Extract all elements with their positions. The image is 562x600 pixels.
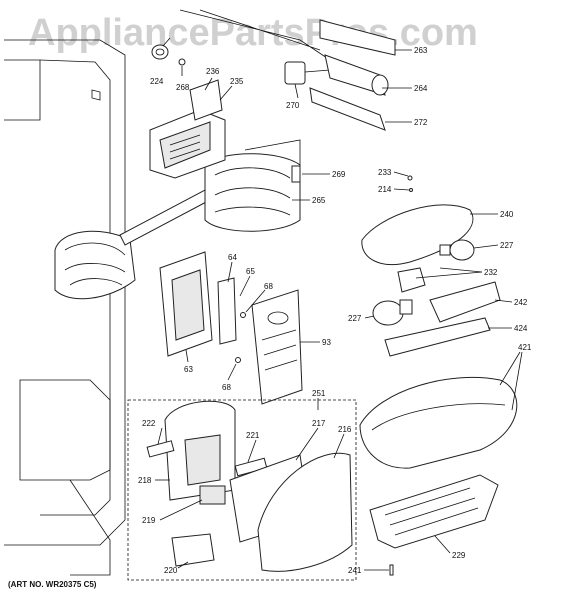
- callout-272: 272: [414, 118, 428, 127]
- socket-232: [397, 267, 426, 293]
- callout-268: 268: [176, 83, 190, 92]
- callout-93: 93: [322, 338, 331, 347]
- callout-220: 220: [164, 566, 178, 575]
- callout-219: 219: [142, 516, 156, 525]
- callout-265: 265: [312, 196, 326, 205]
- cover-216: [257, 452, 353, 572]
- callout-264: 264: [414, 84, 428, 93]
- callout-251: 251: [312, 389, 326, 398]
- callout-217: 217: [312, 419, 326, 428]
- screw-214: [409, 188, 413, 192]
- screw-241: [389, 564, 394, 576]
- callout-68-lower: 68: [222, 383, 231, 392]
- callout-269: 269: [332, 170, 346, 179]
- callout-218: 218: [138, 476, 152, 485]
- callout-68-upper: 68: [264, 282, 273, 291]
- part-224: [151, 44, 169, 60]
- bulb-227-upper: [439, 239, 475, 261]
- cover-421: [359, 376, 518, 469]
- part-219: [199, 485, 226, 505]
- leader-lines: [155, 37, 523, 571]
- watermark-text: AppliancePartsPros.com: [28, 12, 478, 54]
- screw-68-lower: [235, 357, 241, 363]
- callout-221: 221: [246, 431, 260, 440]
- bracket-235-236: [149, 79, 226, 179]
- callout-241: 241: [348, 566, 362, 575]
- callout-64: 64: [228, 253, 237, 262]
- light-lens-240: [361, 204, 474, 266]
- callout-263: 263: [414, 46, 428, 55]
- callout-233: 233: [378, 168, 392, 177]
- callout-424: 424: [514, 324, 528, 333]
- fitting-269: [291, 165, 301, 183]
- kit-box-251: [127, 399, 357, 581]
- callout-labels: 224 268 236 235 270 263 264 272 269 265 …: [138, 46, 532, 575]
- part-222: [146, 440, 175, 458]
- callout-227-lower: 227: [348, 314, 362, 323]
- callout-232: 232: [484, 268, 498, 277]
- dispenser-frame-63: [159, 251, 213, 357]
- filter-housing-263-264-272: [309, 19, 396, 131]
- callout-421: 421: [518, 343, 532, 352]
- bulb-227-lower: [372, 299, 413, 326]
- dispenser-cover-93: [251, 289, 303, 405]
- callout-214: 214: [378, 185, 392, 194]
- callout-270: 270: [286, 101, 300, 110]
- callout-222: 222: [142, 419, 156, 428]
- callout-240: 240: [500, 210, 514, 219]
- holder-218: [164, 400, 236, 501]
- callout-216: 216: [338, 425, 352, 434]
- filter-220: [171, 533, 215, 567]
- callout-242: 242: [514, 298, 528, 307]
- callout-63: 63: [184, 365, 193, 374]
- screw-233: [407, 175, 413, 181]
- callout-236: 236: [206, 67, 220, 76]
- screw-68-upper: [240, 312, 246, 318]
- housing-242: [429, 281, 501, 323]
- callout-227-upper: 227: [500, 241, 514, 250]
- valve-270: [284, 61, 331, 85]
- tube-assembly-265: [54, 139, 301, 300]
- callout-224: 224: [150, 77, 164, 86]
- callout-65: 65: [246, 267, 255, 276]
- part-268: [178, 58, 186, 66]
- callout-235: 235: [230, 77, 244, 86]
- bracket-64: [217, 277, 237, 345]
- harness-424: [384, 317, 491, 357]
- callout-229: 229: [452, 551, 466, 560]
- art-number: (ART NO. WR20375 C5): [8, 580, 97, 589]
- shelf-229: [369, 474, 499, 549]
